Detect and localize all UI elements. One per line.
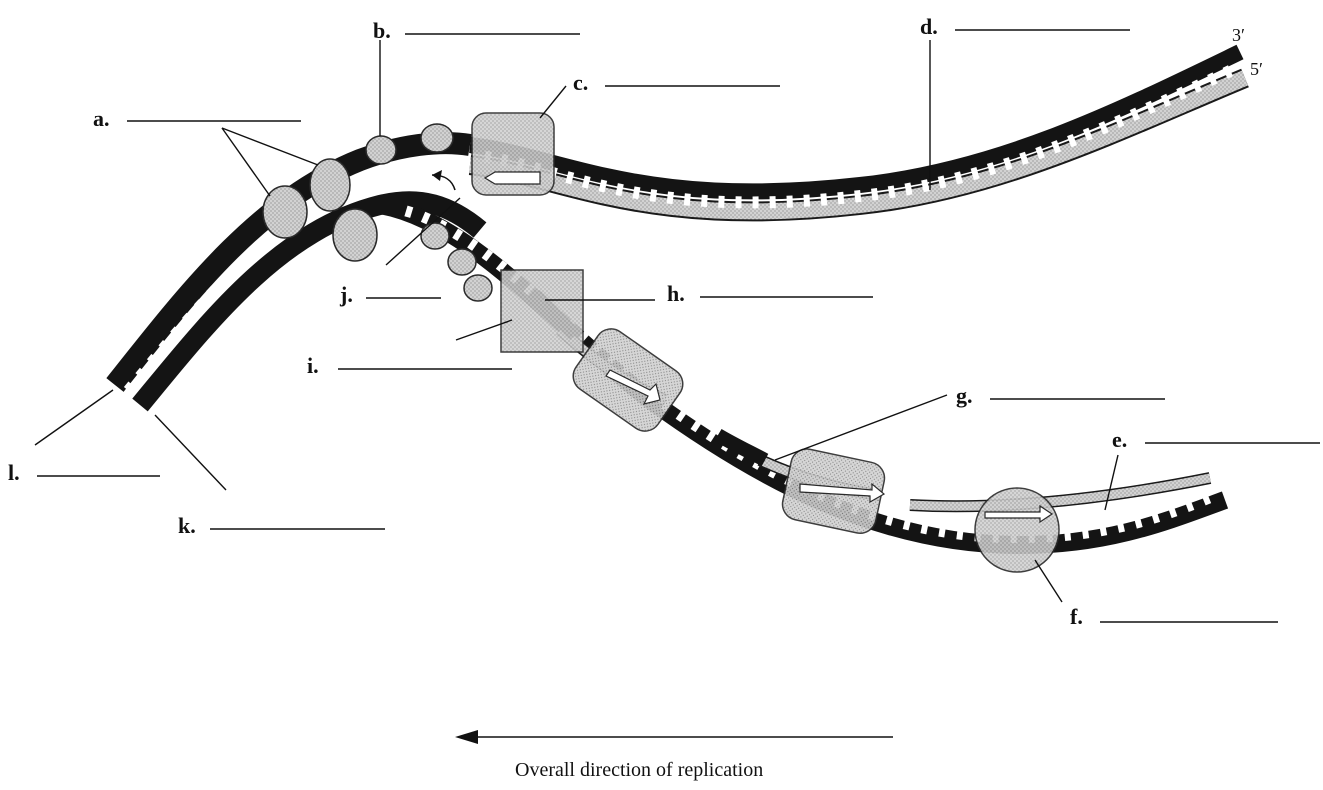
label-h: h. (667, 283, 685, 305)
base-pair-rung (789, 196, 790, 208)
base-pair-rung (957, 172, 960, 184)
base-pair-rung (184, 315, 193, 323)
dna-ligase (975, 488, 1059, 572)
base-pair-rung (670, 192, 671, 204)
base-pair-rung (687, 194, 688, 206)
base-pair-rung (126, 384, 135, 392)
base-pair-rung (460, 177, 464, 188)
base-pair-rung (1101, 122, 1106, 133)
label-g: g. (956, 385, 973, 407)
base-pair-rung (1171, 507, 1175, 517)
label-c: c. (573, 72, 588, 94)
base-pair-rung (138, 370, 147, 378)
base-pair-rung (924, 180, 926, 192)
base-pair-rung (941, 526, 943, 537)
base-pair-rung (355, 181, 359, 192)
base-pair-rung (907, 183, 909, 195)
base-pair-rung (823, 194, 824, 206)
base-pair-rung (1137, 517, 1140, 528)
diagram-caption: Overall direction of replication (515, 760, 763, 780)
base-pair-rung (161, 343, 170, 351)
leading-polymerase (472, 113, 554, 195)
base-pair-rung (234, 263, 242, 272)
base-pair-rung (1085, 528, 1087, 539)
base-pair-rung (806, 195, 807, 207)
base-pair-rung (1070, 135, 1074, 146)
base-pair-rung (372, 175, 375, 187)
base-pair-rung (1188, 501, 1192, 511)
label-e: e. (1112, 429, 1127, 451)
base-pair-rung (261, 238, 269, 247)
base-pair-rung (585, 176, 588, 188)
base-pair-rung (427, 169, 428, 181)
base-pair-rung (906, 519, 909, 530)
parental-dna-helix (115, 143, 480, 405)
base-pair-rung (923, 523, 925, 534)
base-pair-rung (407, 207, 410, 218)
direction-arrow (455, 730, 893, 744)
base-pair-rung (196, 302, 205, 310)
label-f: f. (1070, 606, 1083, 628)
base-pair-rung (409, 169, 410, 181)
base-pair-rung (221, 275, 230, 283)
base-pair-rung (959, 529, 960, 540)
base-pair-rung (874, 188, 876, 200)
base-pair-rung (1022, 153, 1026, 164)
base-pair-rung (888, 514, 891, 525)
base-pair-rung (1054, 141, 1058, 152)
base-pair-rung (941, 176, 944, 188)
base-pair-rung (1067, 530, 1068, 541)
base-pair-rung (1120, 521, 1122, 532)
base-pair-rung (247, 250, 255, 259)
base-pair-rung (1038, 147, 1042, 158)
strand-end-5prime: 5′ (1250, 60, 1263, 78)
base-pair-rung (149, 357, 158, 365)
base-pair-rung (1154, 512, 1157, 523)
base-pair-rung (1006, 158, 1010, 169)
base-pair-rung (857, 190, 858, 202)
base-pair-rung (1204, 494, 1208, 504)
base-pair-rung (1102, 525, 1104, 536)
base-pair-rung (1086, 129, 1091, 140)
label-d: d. (920, 16, 938, 38)
base-pair-rung (602, 180, 605, 192)
label-a: a. (93, 108, 110, 130)
base-pair-rung (390, 171, 392, 183)
label-l: l. (8, 462, 20, 484)
base-pair-rung (704, 195, 705, 207)
primase-square (501, 270, 583, 352)
base-pair-rung (891, 186, 893, 198)
base-pair-rung (209, 289, 218, 297)
label-j: j. (340, 284, 353, 306)
base-pair-rung (424, 213, 428, 223)
base-pair-rung (973, 168, 976, 180)
strand-end-3prime: 3′ (1232, 26, 1245, 44)
base-pair-rung (990, 163, 993, 174)
label-k: k. (178, 515, 196, 537)
base-pair-rung (568, 172, 571, 184)
label-i: i. (307, 355, 319, 377)
base-pair-rung (652, 190, 654, 202)
lagging-polymerase-2 (780, 446, 888, 536)
base-pair-rung (172, 329, 181, 337)
base-pair-rung (618, 184, 620, 196)
base-pair-rung (635, 187, 637, 199)
base-pair-rung (840, 192, 841, 204)
label-b: b. (373, 20, 391, 42)
